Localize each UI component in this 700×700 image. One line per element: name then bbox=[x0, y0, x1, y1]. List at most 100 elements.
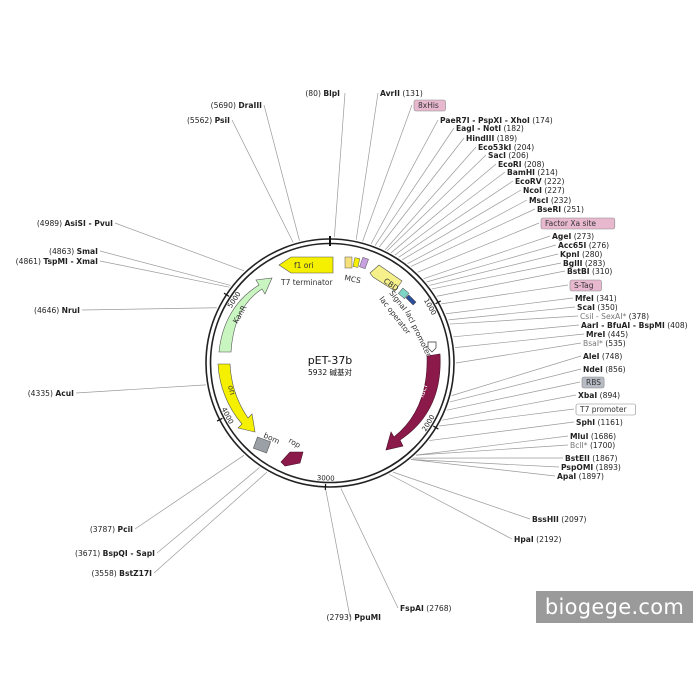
feature-f1-ori[interactable] bbox=[278, 256, 334, 274]
feature-label-rop: rop bbox=[287, 436, 302, 450]
leader-right-12 bbox=[410, 208, 536, 267]
feature-cbd[interactable] bbox=[369, 264, 403, 292]
scale-tick-5000 bbox=[223, 292, 230, 297]
leader-right-25 bbox=[455, 342, 582, 364]
leader-right-8 bbox=[394, 171, 506, 256]
site-sphi: SphI (1161) bbox=[576, 418, 623, 427]
leader-right-20 bbox=[445, 297, 574, 315]
svg-text:RBS: RBS bbox=[586, 378, 601, 387]
mcs-mark bbox=[344, 256, 353, 269]
site-ppumi: (2793) PpuMI bbox=[327, 613, 382, 622]
leader-blpi bbox=[334, 92, 346, 238]
leader-right-13 bbox=[417, 222, 540, 273]
leader-right-35 bbox=[410, 459, 560, 468]
site-bamhi: BamHI (214) bbox=[507, 168, 558, 177]
leader-right-10 bbox=[402, 189, 522, 261]
leader-right-39 bbox=[340, 488, 399, 609]
badge-8xhis: 8xHis bbox=[413, 99, 446, 112]
site-hindiii: HindIII (189) bbox=[466, 134, 517, 143]
leader-right-37 bbox=[392, 471, 531, 520]
scale-tick-2000 bbox=[432, 425, 439, 430]
feature-label-t7-terminator: T7 terminator bbox=[280, 278, 334, 287]
leader-acui bbox=[75, 384, 206, 394]
site-bsai: BsaI* (535) bbox=[583, 339, 626, 348]
site-fspai: FspAI (2768) bbox=[400, 604, 452, 613]
leader-asisi-pvui bbox=[114, 222, 245, 272]
leader-tspmi-xmai bbox=[99, 260, 230, 288]
leader-right-3 bbox=[374, 127, 455, 246]
leader-right-23 bbox=[453, 324, 580, 338]
site-mrei: MreI (445) bbox=[586, 330, 628, 339]
leader-right-30 bbox=[439, 408, 575, 427]
site-ecorv: EcoRV (222) bbox=[515, 177, 565, 186]
site-agei: AgeI (273) bbox=[552, 232, 594, 241]
site-asisi-pvui: (4989) AsiSI - PvuI bbox=[37, 219, 113, 228]
site-eco53ki: Eco53kI (204) bbox=[478, 143, 534, 152]
site-msci: MscI (232) bbox=[529, 196, 571, 205]
scale-tick-4000 bbox=[216, 417, 223, 422]
leader-right-36 bbox=[410, 459, 556, 477]
scale-tick-1000 bbox=[435, 300, 442, 305]
site-avrii: AvrII (131) bbox=[380, 89, 423, 98]
feature-ori[interactable] bbox=[217, 363, 256, 433]
site-paer7i-pspxi-xhoi: PaeR7I - PspXI - XhoI (174) bbox=[440, 116, 553, 125]
site-acui: (4335) AcuI bbox=[28, 389, 74, 398]
scale-tick-label-1000: 1000 bbox=[422, 297, 438, 316]
feature-label-ori: ori bbox=[226, 384, 237, 396]
feature-laci[interactable] bbox=[385, 353, 441, 451]
site-bspqi-sapi: (3671) BspQI - SapI bbox=[75, 549, 155, 558]
site-bcli: BclI* (1700) bbox=[570, 441, 615, 450]
leader-bstz17i bbox=[153, 471, 268, 574]
his-tag-mark bbox=[352, 257, 361, 268]
site-psii: (5562) PsiI bbox=[187, 116, 230, 125]
site-csii-sexai: CsiI - SexAI* (378) bbox=[580, 312, 649, 321]
leader-right-21 bbox=[448, 306, 576, 321]
badge-rbs: RBS bbox=[581, 376, 605, 389]
feature-bom[interactable] bbox=[252, 436, 272, 454]
cbd-small-mark bbox=[359, 256, 369, 270]
site-bstz17i: (3558) BstZ17I bbox=[91, 569, 152, 578]
badge-t7-promoter: T7 promoter bbox=[575, 403, 637, 416]
plasmid-name: pET-37b bbox=[308, 354, 353, 367]
site-bsteii: BstEII (1867) bbox=[565, 454, 617, 463]
site-kpni: KpnI (280) bbox=[560, 250, 602, 259]
leader-right-32 bbox=[415, 435, 569, 456]
leader-right-24 bbox=[455, 333, 585, 348]
site-draiii: (5690) DraIII bbox=[211, 101, 262, 110]
site-nrui: (4646) NruI bbox=[34, 306, 80, 315]
scale-tick-label-3000: 3000 bbox=[317, 474, 335, 483]
feature-label-f1-ori: f1 ori bbox=[294, 261, 314, 270]
site-bglii: BglII (283) bbox=[563, 259, 605, 268]
leader-right-5 bbox=[384, 146, 477, 250]
leader-draiii bbox=[263, 104, 300, 241]
leader-ppumi bbox=[325, 488, 351, 618]
leader-right-27 bbox=[449, 368, 582, 403]
leader-smai bbox=[99, 250, 231, 286]
site-mfei: MfeI (341) bbox=[575, 294, 617, 303]
feature-kanr[interactable] bbox=[218, 277, 273, 353]
site-aari-bfuai-bspmi: AarI - BfuAI - BspMI (408) bbox=[581, 321, 688, 330]
site-ncoi: NcoI (227) bbox=[523, 186, 565, 195]
leader-nrui bbox=[81, 307, 217, 311]
site-pcii: (3787) PciI bbox=[90, 525, 133, 534]
leader-bspqi-sapi bbox=[156, 467, 260, 554]
leader-right-17 bbox=[431, 262, 562, 290]
feature-rop[interactable] bbox=[280, 451, 304, 467]
site-tspmi-xmai: (4861) TspMI - XmaI bbox=[16, 257, 99, 266]
site-mlui: MluI (1686) bbox=[570, 432, 616, 441]
site-saci: SacI (206) bbox=[488, 151, 529, 160]
leader-right-28 bbox=[446, 381, 581, 411]
leader-right-15 bbox=[426, 244, 557, 283]
watermark: biogege.com bbox=[536, 591, 693, 623]
site-ecori: EcoRI (208) bbox=[498, 160, 544, 169]
laci-promoter-mark bbox=[427, 341, 437, 353]
site-alei: AleI (748) bbox=[583, 352, 622, 361]
leader-right-14 bbox=[423, 235, 551, 280]
leader-right-38 bbox=[388, 473, 513, 540]
site-eagi-noti: EagI - NotI (182) bbox=[456, 124, 524, 133]
leader-right-33 bbox=[415, 444, 569, 456]
site-apai: ApaI (1897) bbox=[557, 472, 604, 481]
feature-label-mcs: MCS bbox=[344, 273, 362, 285]
site-xbai: XbaI (894) bbox=[578, 391, 620, 400]
